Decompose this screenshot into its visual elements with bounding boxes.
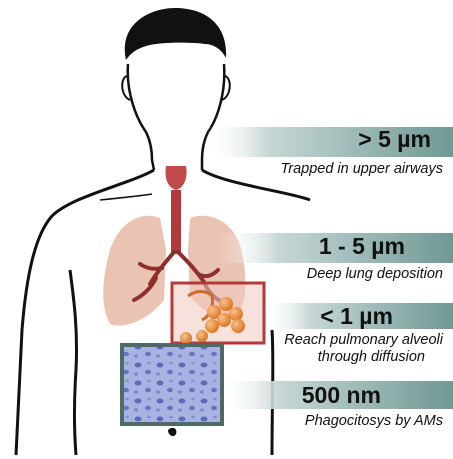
description-1: Trapped in upper airways xyxy=(280,161,443,178)
size-label-1: > 5 µm xyxy=(358,126,431,153)
description-3: Reach pulmonary alveoli through diffusio… xyxy=(284,332,443,366)
alveolus xyxy=(231,319,245,333)
size-label-2: 1 - 5 µm xyxy=(319,233,405,260)
description-3-line-2: through diffusion xyxy=(284,349,425,366)
alveolus xyxy=(229,307,243,321)
alveoli-inset xyxy=(172,283,264,344)
description-2-line-1: Deep lung deposition xyxy=(307,266,443,282)
alveolus xyxy=(205,319,219,333)
alveolus xyxy=(196,330,208,342)
navel xyxy=(168,428,176,436)
trachea xyxy=(171,190,181,254)
description-2: Deep lung deposition xyxy=(307,266,443,283)
alveolus xyxy=(219,297,233,311)
size-label-3: < 1 µm xyxy=(320,303,393,330)
description-4-line-1: Phagocitosys by AMs xyxy=(305,413,443,429)
arm-line-left xyxy=(70,270,77,455)
alveolus xyxy=(217,313,231,327)
description-3-line-1: Reach pulmonary alveoli xyxy=(284,332,443,349)
size-label-4: 500 nm xyxy=(302,382,381,409)
tissue-inset-frame xyxy=(122,345,222,424)
tissue-inset xyxy=(122,345,222,424)
description-4: Phagocitosys by AMs xyxy=(305,413,443,430)
alveolus xyxy=(180,332,192,344)
clavicle-left xyxy=(100,194,152,200)
hair-shape xyxy=(125,8,226,60)
larynx xyxy=(165,166,186,190)
description-1-line-1: Trapped in upper airways xyxy=(280,161,443,177)
